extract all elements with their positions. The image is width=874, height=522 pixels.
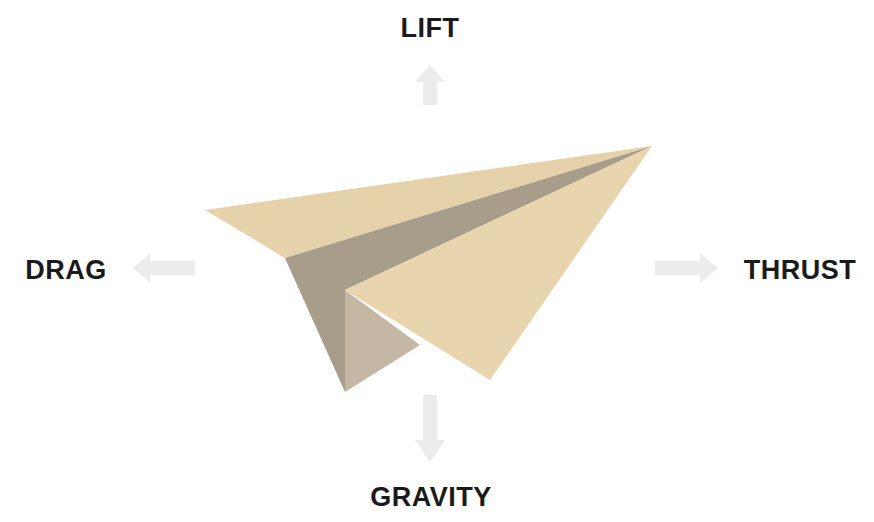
near-wing	[345, 146, 652, 380]
keel-inner	[285, 146, 652, 392]
force-label: DRAG	[25, 255, 107, 286]
drag-arrow	[133, 253, 195, 283]
force-label: THRUST	[744, 255, 857, 286]
force-arrows	[133, 65, 718, 462]
thrust-arrow	[655, 253, 718, 283]
gravity-arrow	[415, 395, 445, 462]
force-label: LIFT	[401, 13, 460, 44]
force-label: GRAVITY	[370, 482, 492, 513]
lift-arrow	[415, 65, 445, 105]
paper-plane	[205, 146, 652, 392]
